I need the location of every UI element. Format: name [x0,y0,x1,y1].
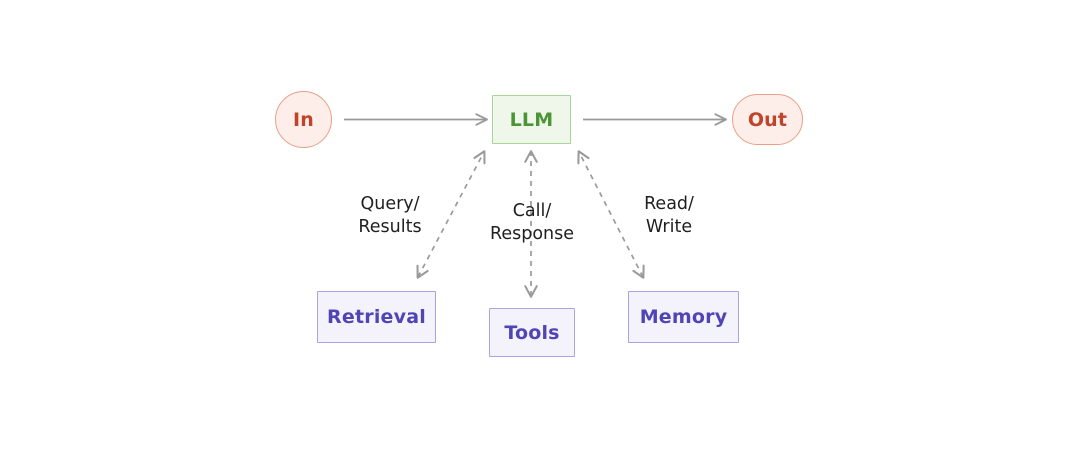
node-output[interactable]: Out [732,94,803,145]
node-tools[interactable]: Tools [489,308,575,357]
edge-label-read-write: Read/ Write [644,194,694,237]
node-input[interactable]: In [275,91,332,148]
node-retrieval[interactable]: Retrieval [317,291,436,343]
node-llm[interactable]: LLM [492,95,571,144]
edge-label-call-response: Call/ Response [489,201,575,244]
edge-label-query-results: Query/ Results [358,194,422,237]
node-memory[interactable]: Memory [628,291,739,343]
